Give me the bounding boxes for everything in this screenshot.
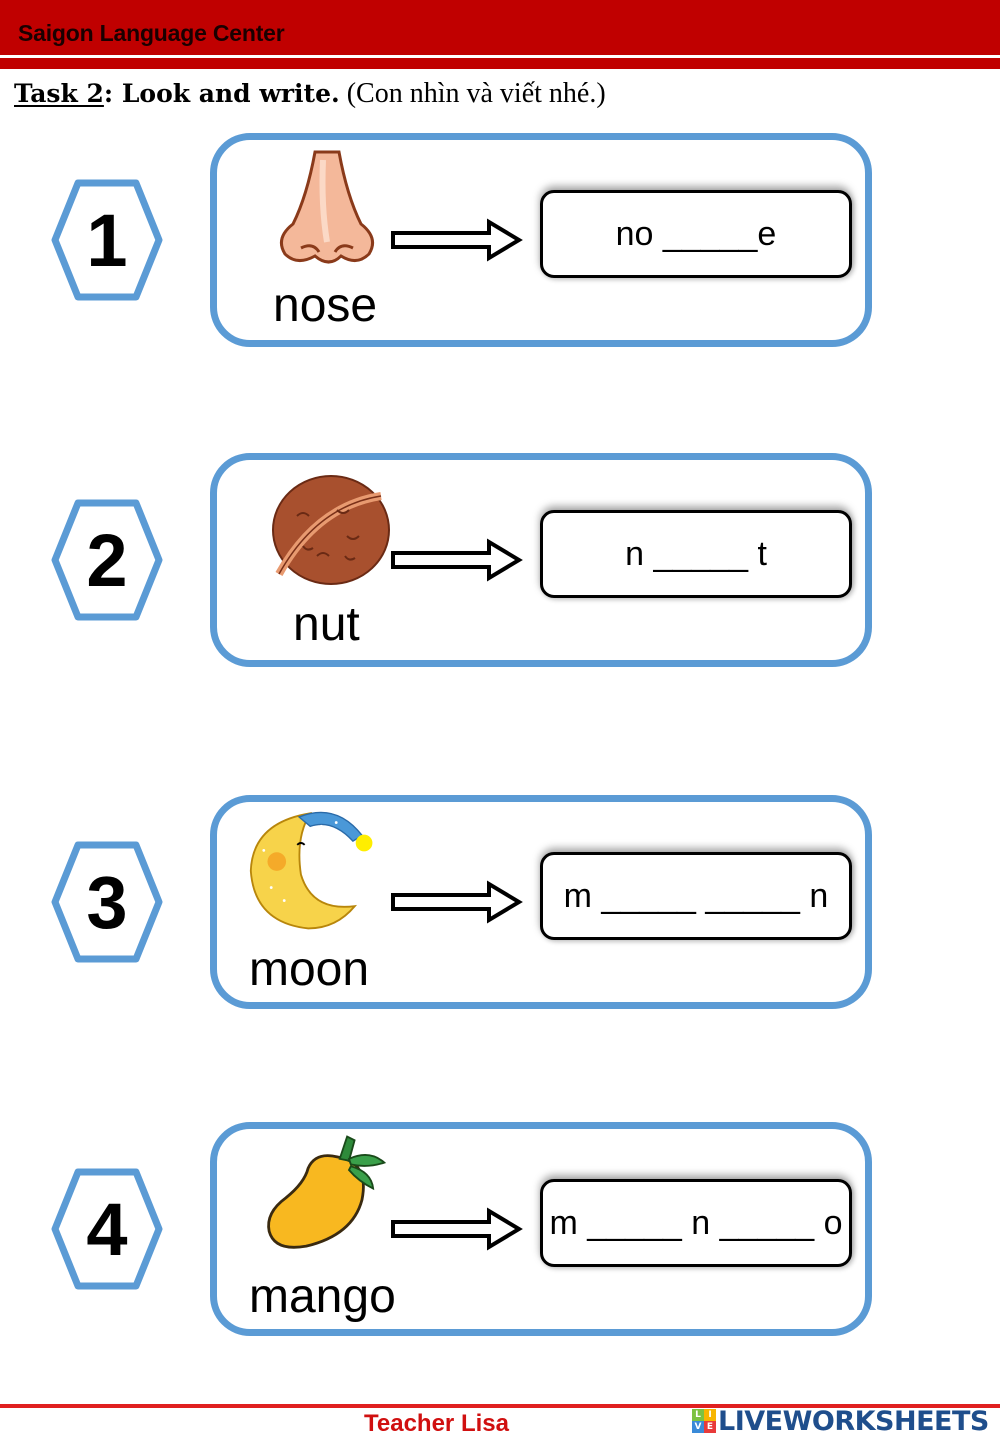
item-number-badge: 1 — [50, 178, 164, 302]
arrow-right-icon — [391, 538, 523, 582]
arrow-right-icon — [391, 1207, 523, 1251]
answer-pattern: no _____e — [615, 214, 777, 253]
arrow-right-icon — [391, 880, 523, 924]
answer-input[interactable]: m _____ _____ n — [540, 852, 852, 940]
nose-icon — [279, 150, 375, 264]
task-label: Task 2 — [14, 79, 104, 108]
hexagon-icon — [51, 499, 163, 621]
exercise-card: nose no _____e — [210, 133, 872, 347]
item-number: 2 — [86, 518, 128, 602]
item-number: 1 — [86, 198, 128, 282]
item-number: 3 — [86, 860, 128, 944]
answer-pattern: m _____ _____ n — [563, 876, 829, 915]
organization-name: Saigon Language Center — [18, 20, 285, 46]
arrow-right-icon — [391, 218, 523, 262]
logo-letter: E — [704, 1421, 716, 1433]
task-heading: Task 2: Look and write. (Con nhìn và viế… — [14, 78, 606, 110]
exercise-card: moon m _____ _____ n — [210, 795, 872, 1009]
mango-icon — [267, 1135, 387, 1249]
answer-input[interactable]: n _____ t — [540, 510, 852, 598]
exercise-item: 4 mango m _____ n _____ o — [0, 1122, 1000, 1337]
hexagon-icon — [51, 179, 163, 301]
walnut-icon — [272, 475, 390, 585]
liveworksheets-logo-icon: L I V E — [692, 1409, 716, 1433]
logo-letter: V — [692, 1421, 704, 1433]
teacher-name: Teacher Lisa — [364, 1410, 509, 1437]
item-number-badge: 2 — [50, 498, 164, 622]
item-number: 4 — [86, 1187, 128, 1271]
picture-word: mango — [249, 1270, 396, 1323]
crescent-moon-icon — [249, 811, 373, 930]
answer-pattern: m _____ n _____ o — [549, 1203, 843, 1242]
exercise-card: nut n _____ t — [210, 453, 872, 667]
answer-pattern: n _____ t — [625, 534, 767, 573]
header-banner: Saigon Language Center — [0, 0, 1000, 55]
exercise-card: mango m _____ n _____ o — [210, 1122, 872, 1336]
hexagon-icon — [51, 1168, 163, 1290]
exercise-item: 1 nose no _____e — [0, 133, 1000, 348]
item-number-badge: 3 — [50, 840, 164, 964]
footer-divider — [0, 1404, 1000, 1408]
brand-name: LIVEWORKSHEETS — [718, 1405, 989, 1437]
picture-word: moon — [249, 943, 370, 996]
header-stripe — [0, 58, 1000, 69]
picture-word: nose — [273, 279, 378, 332]
hexagon-icon — [51, 841, 163, 963]
picture-word: nut — [293, 598, 360, 651]
exercise-item: 2 nut n _____ t — [0, 453, 1000, 668]
logo-letter: L — [692, 1409, 704, 1421]
task-instruction: Look and write. — [113, 79, 340, 108]
task-translation: (Con nhìn và viết nhé.) — [339, 78, 606, 109]
answer-input[interactable]: no _____e — [540, 190, 852, 278]
item-number-badge: 4 — [50, 1167, 164, 1291]
task-colon: : — [103, 79, 114, 108]
answer-input[interactable]: m _____ n _____ o — [540, 1179, 852, 1267]
logo-letter: I — [704, 1409, 716, 1421]
exercise-item: 3 moon m _____ _____ n — [0, 795, 1000, 1010]
liveworksheets-logo[interactable]: L I V E LIVEWORKSHEETS — [692, 1405, 989, 1437]
